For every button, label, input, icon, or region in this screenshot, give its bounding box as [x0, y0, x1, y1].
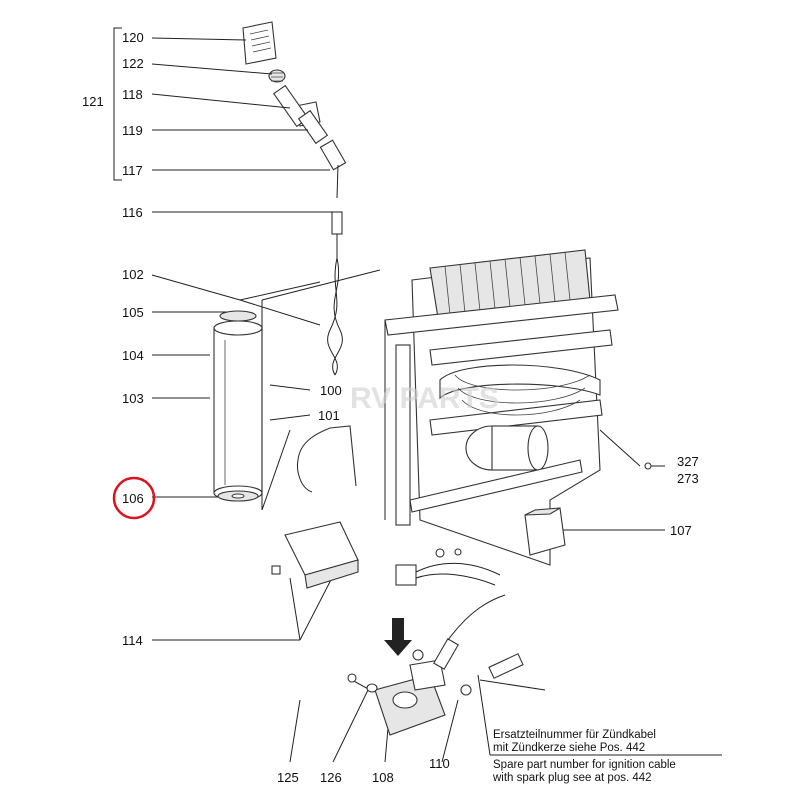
label-100: 100: [320, 383, 342, 398]
label-108: 108: [372, 770, 394, 785]
label-101: 101: [318, 408, 340, 423]
label-121: 121: [82, 94, 104, 109]
note-de-line1: Ersatzteilnummer für Zündkabel: [493, 729, 656, 741]
label-106: 106: [122, 491, 144, 506]
label-122: 122: [122, 56, 144, 71]
burner-assembly: [271, 521, 546, 736]
label-107: 107: [670, 523, 692, 538]
label-116: 116: [122, 205, 143, 220]
label-103: 103: [122, 391, 144, 406]
assembly-brackets: [261, 269, 381, 511]
label-327: 327: [677, 454, 699, 469]
label-104: 104: [122, 348, 144, 363]
note-en-line1: Spare part number for ignition cable: [493, 759, 676, 771]
label-126: 126: [320, 770, 342, 785]
label-105: 105: [122, 305, 144, 320]
note-de-line2: mit Zündkerze siehe Pos. 442: [493, 742, 645, 754]
label-273: 273: [677, 471, 699, 486]
flue-tube: [213, 310, 263, 502]
ignition-cable-note: Ersatzteilnummer für Zündkabel mit Zündk…: [492, 729, 676, 784]
label-102: 102: [122, 267, 144, 282]
watermark: RV PARTS: [350, 382, 499, 415]
flue-assembly: [242, 21, 347, 376]
label-118: 118: [122, 87, 143, 102]
label-119: 119: [122, 123, 143, 138]
group-121-bracket: [113, 27, 122, 181]
thermocouple-101: [297, 425, 357, 493]
label-114: 114: [122, 633, 143, 648]
label-120: 120: [122, 30, 144, 45]
part-labels: 120 122 121 118 119 117 116 102 105 104 …: [82, 30, 699, 785]
leader-lines: [151, 37, 722, 763]
note-en-line2: with spark plug see at pos. 442: [492, 772, 652, 784]
label-125: 125: [277, 770, 299, 785]
cooling-unit: [384, 249, 652, 566]
label-110: 110: [429, 756, 450, 771]
label-117: 117: [122, 163, 143, 178]
highlight-circle-106: [112, 476, 156, 520]
